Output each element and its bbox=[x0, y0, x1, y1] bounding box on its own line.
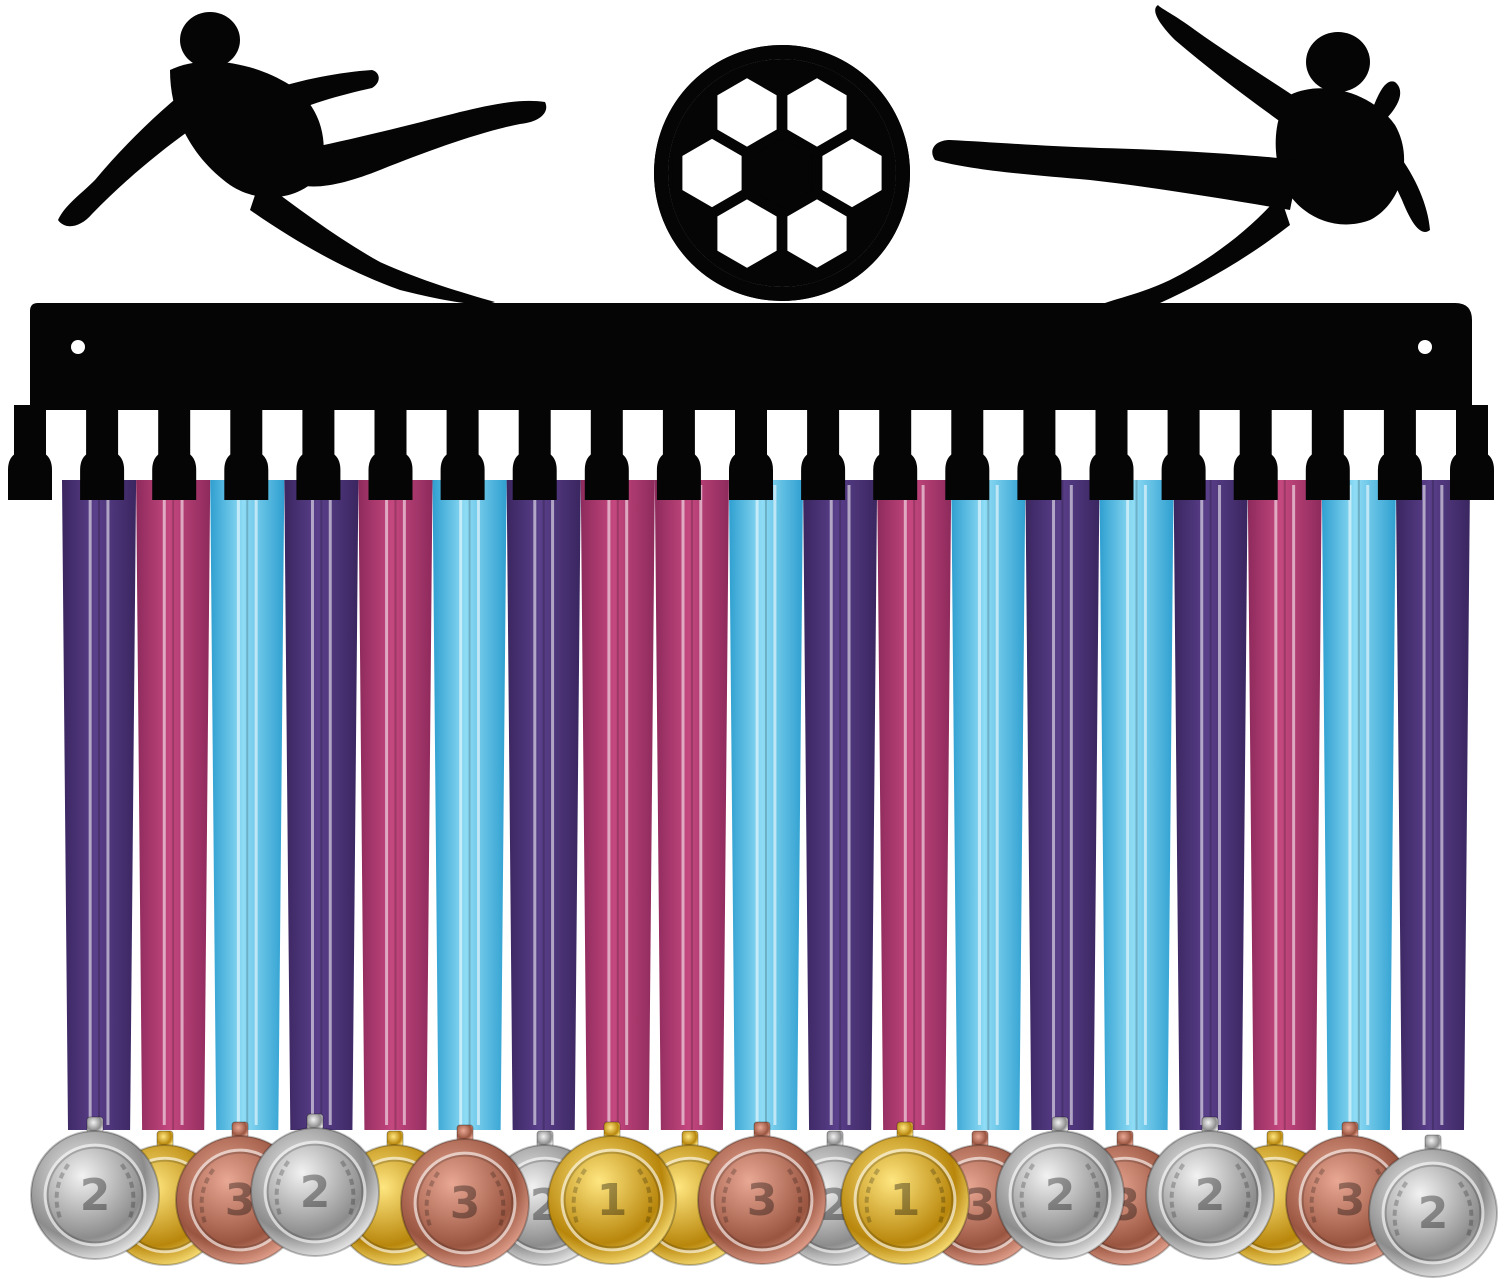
ribbon bbox=[803, 480, 878, 1130]
medal-bronze: 3 bbox=[400, 1124, 530, 1268]
hanger-hook bbox=[1450, 450, 1494, 500]
medal-number: 2 bbox=[1045, 1170, 1076, 1221]
ribbons bbox=[62, 480, 1470, 1130]
ribbon bbox=[1099, 480, 1174, 1130]
ribbon bbox=[358, 480, 433, 1130]
medal-gold: 1 bbox=[547, 1121, 677, 1265]
hanger-hook bbox=[873, 450, 918, 500]
medal-silver: 2 bbox=[1145, 1116, 1275, 1260]
hanger-hook bbox=[656, 450, 701, 500]
ribbon bbox=[877, 480, 952, 1130]
hanger-hook bbox=[152, 450, 197, 500]
ribbon bbox=[951, 480, 1026, 1130]
hanger-hook bbox=[729, 450, 773, 500]
ribbon bbox=[1025, 480, 1100, 1130]
medal-number: 1 bbox=[890, 1175, 921, 1226]
hanger-hook bbox=[1017, 450, 1062, 500]
ribbon bbox=[62, 480, 137, 1130]
mounting-hole bbox=[1418, 340, 1432, 354]
ribbon bbox=[284, 480, 359, 1130]
hanger-hook bbox=[296, 450, 341, 500]
ribbon bbox=[210, 480, 285, 1130]
ribbon bbox=[1173, 480, 1248, 1130]
hanger-hook bbox=[1233, 450, 1278, 500]
medal-number: 2 bbox=[1418, 1188, 1449, 1239]
medal-silver: 2 bbox=[1368, 1134, 1498, 1278]
ribbon bbox=[654, 480, 729, 1130]
hanger-hook bbox=[368, 450, 413, 500]
medal-silver: 2 bbox=[995, 1116, 1125, 1260]
hanger-plate bbox=[30, 303, 1472, 410]
ribbon bbox=[136, 480, 211, 1130]
ribbon bbox=[728, 480, 804, 1130]
hanger-hook bbox=[1377, 450, 1422, 500]
hanger-hook bbox=[1089, 450, 1134, 500]
medal-number: 3 bbox=[1335, 1175, 1366, 1226]
medal-bronze: 3 bbox=[697, 1121, 827, 1265]
medal-number: 3 bbox=[225, 1175, 256, 1226]
medal-number: 3 bbox=[450, 1178, 481, 1229]
hanger-hook bbox=[440, 450, 485, 500]
hanger-hook bbox=[8, 450, 52, 500]
ribbon bbox=[432, 480, 507, 1130]
hanger-hook bbox=[801, 450, 846, 500]
medal-number: 3 bbox=[965, 1180, 996, 1231]
left-player-silhouette bbox=[58, 12, 547, 305]
ribbon bbox=[580, 480, 655, 1130]
mounting-hole bbox=[71, 340, 85, 354]
hanger-hook bbox=[1161, 450, 1206, 500]
medal-number: 1 bbox=[597, 1175, 628, 1226]
hanger-hook bbox=[1305, 450, 1350, 500]
hanger-hook bbox=[80, 450, 125, 500]
hanger-hook bbox=[224, 450, 269, 500]
ribbon bbox=[1395, 480, 1470, 1130]
medal-silver: 2 bbox=[30, 1116, 160, 1260]
hanger-hook bbox=[584, 450, 629, 500]
ribbon bbox=[1321, 480, 1396, 1130]
right-player-silhouette bbox=[932, 5, 1430, 303]
soccer-ball-icon bbox=[654, 45, 910, 301]
hanger-hook bbox=[945, 450, 990, 500]
hanger-hook bbox=[512, 450, 557, 500]
medal-number: 2 bbox=[1195, 1170, 1226, 1221]
ribbon bbox=[1247, 480, 1322, 1130]
medal-number: 2 bbox=[300, 1167, 331, 1218]
medal-number: 3 bbox=[747, 1175, 778, 1226]
ribbon bbox=[506, 480, 581, 1130]
medal-gold: 1 bbox=[840, 1121, 970, 1265]
medal-silver: 2 bbox=[250, 1113, 380, 1257]
hanger-bar bbox=[8, 303, 1494, 500]
medal-number: 2 bbox=[80, 1170, 111, 1221]
